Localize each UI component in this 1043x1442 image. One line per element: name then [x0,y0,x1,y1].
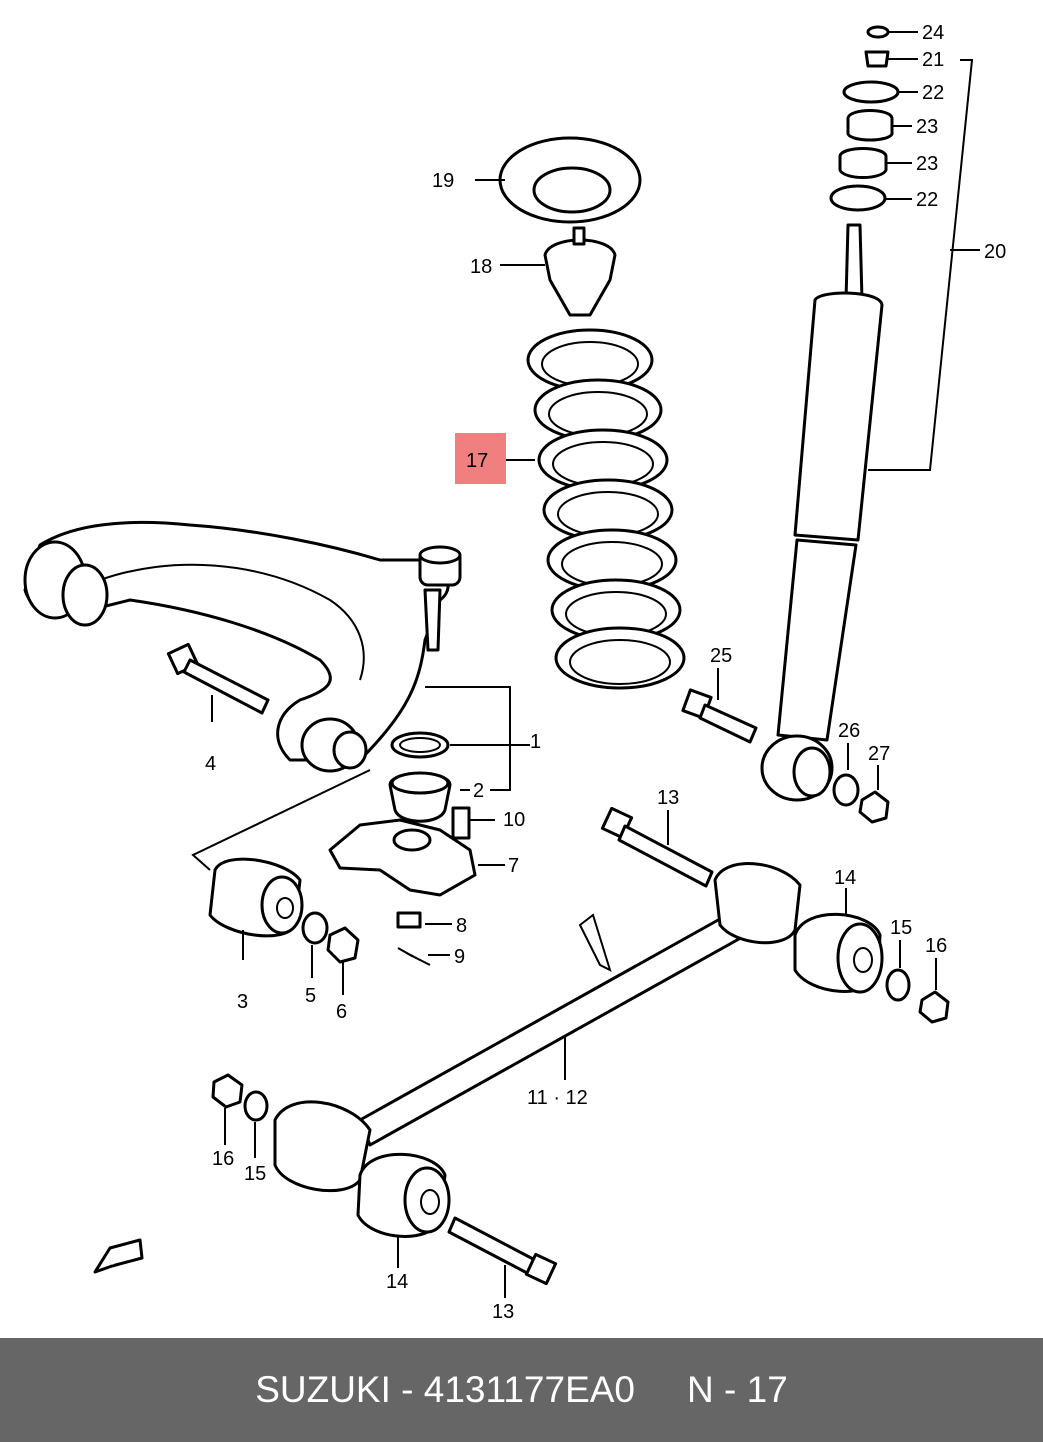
callout-5: 5 [305,985,316,1007]
callout-8: 8 [456,915,467,937]
callout-17: 17 [466,450,488,472]
coil-spring-17 [505,328,686,690]
callout-22-top: 22 [922,82,944,104]
callout-9: 9 [454,946,465,968]
callout-23-bottom: 23 [916,153,938,175]
callout-2: 2 [473,780,484,802]
nut-6 [326,926,360,995]
callout-15-right: 15 [890,917,912,939]
callout-24: 24 [922,22,944,44]
callout-21: 21 [922,49,944,71]
callout-1: 1 [530,731,541,753]
nut-27 [858,765,890,824]
part-number: 4131177EA0 [423,1369,636,1410]
footer-separator: - [401,1369,414,1410]
callout-16-right: 16 [925,935,947,957]
callout-27: 27 [868,743,890,765]
callout-14-left: 14 [386,1271,408,1293]
lateral-rod-11-12 [273,862,802,1193]
washer-26 [832,743,860,807]
callout-22-bottom: 22 [916,189,938,211]
callout-labels: 24 21 22 23 23 22 20 19 18 17 1 2 10 7 8… [205,22,1006,1323]
washer-5 [301,911,329,978]
highlight-part-17 [455,433,506,484]
bump-stop-18 [500,226,617,317]
nut-16-left [211,1073,244,1145]
callout-13-top: 13 [657,787,679,809]
bolt-4 [166,642,270,722]
callout-3: 3 [237,991,248,1013]
callout-25: 25 [710,645,732,667]
bushing-14-right [793,888,884,994]
footer-bar: SUZUKI - 4131177EA0 N - 17 [0,1338,1043,1442]
bolt-25 [681,668,758,744]
fwd-arrow-icon: FWD [93,1238,144,1274]
upper-control-arm [23,520,462,773]
callout-15-left: 15 [244,1163,266,1185]
parts-diagram: FWD 24 21 22 23 23 22 20 19 18 17 1 2 10… [23,22,1006,1323]
diagram-reference: N - 17 [687,1369,788,1410]
ball-joint-parts [328,731,477,966]
nut-16-right [918,958,950,1024]
callout-14-right: 14 [834,867,856,889]
callout-6: 6 [336,1001,347,1023]
spring-seat-19 [475,136,642,224]
bracket-mark [578,913,612,972]
washer-15-right [885,940,911,1002]
washer-15-left [243,1090,269,1158]
callout-18: 18 [470,256,492,278]
shock-absorber-20 [760,223,884,802]
callout-11-12: 11 · 12 [527,1087,588,1109]
callout-19: 19 [432,170,454,192]
callout-26: 26 [838,720,860,742]
shock-mount-parts [829,25,918,212]
bushing-3 [208,857,304,960]
callout-13-bottom: 13 [492,1301,514,1323]
brand-name: SUZUKI [255,1369,391,1410]
bushing-14-left [356,1152,451,1268]
bolt-13-bottom [447,1216,558,1298]
callout-10: 10 [503,809,525,831]
callout-16-left: 16 [212,1148,234,1170]
callout-20: 20 [984,241,1006,263]
bolt-13-top [600,806,714,888]
callout-7: 7 [508,855,519,877]
callout-4: 4 [205,753,216,775]
callout-23-top: 23 [916,116,938,138]
